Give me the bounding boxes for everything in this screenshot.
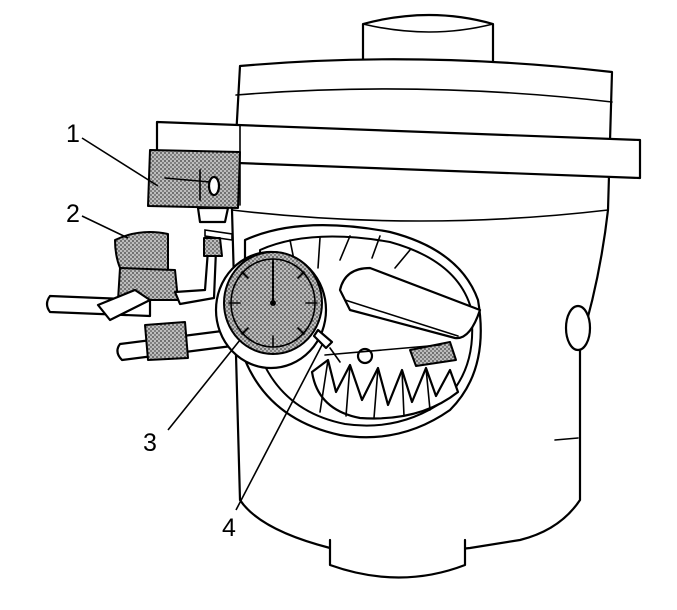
callout-3: 3 bbox=[143, 429, 157, 457]
ring-gear-teeth bbox=[310, 358, 460, 420]
callout-2: 2 bbox=[66, 200, 80, 228]
indicator-holder bbox=[45, 231, 234, 362]
leader-lines bbox=[81, 137, 323, 511]
mounting-bracket bbox=[155, 120, 642, 206]
dial-indicator bbox=[214, 250, 334, 370]
callout-4: 4 bbox=[222, 514, 236, 542]
cross-shaft bbox=[338, 266, 482, 340]
clamp-block bbox=[147, 149, 241, 241]
callout-1: 1 bbox=[66, 120, 80, 148]
